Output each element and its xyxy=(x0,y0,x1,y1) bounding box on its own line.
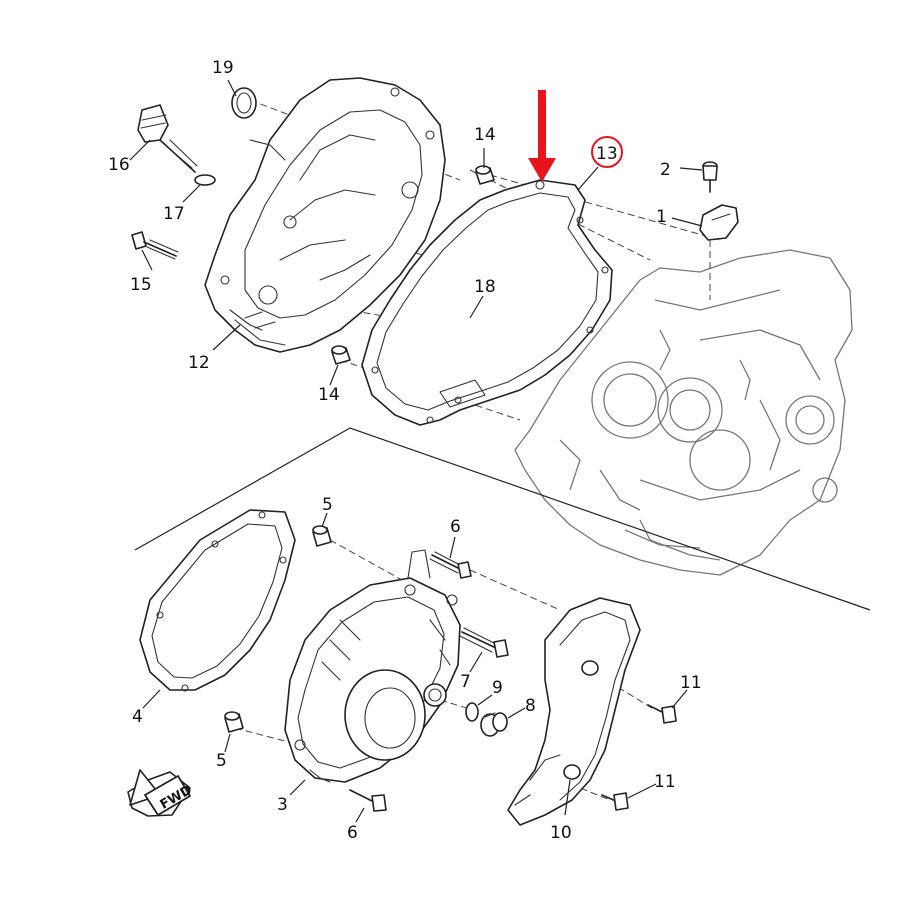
screw-2 xyxy=(702,161,718,193)
oil-seal-19 xyxy=(231,87,257,119)
label-11-upper: 11 xyxy=(680,673,702,693)
sprocket-cover-10 xyxy=(507,597,641,826)
engine-crankcase xyxy=(514,249,853,576)
label-5-lower: 5 xyxy=(216,751,227,771)
gasket-13 xyxy=(361,179,613,426)
label-6-upper: 6 xyxy=(450,517,461,537)
label-18: 18 xyxy=(474,277,496,297)
label-10: 10 xyxy=(550,823,572,843)
label-4: 4 xyxy=(132,707,143,727)
label-19: 19 xyxy=(212,58,234,78)
dowel-5-upper xyxy=(312,525,332,547)
label-7: 7 xyxy=(460,672,471,692)
plug-8 xyxy=(480,712,508,737)
red-pointer-arrow xyxy=(528,90,556,182)
label-11-lower: 11 xyxy=(654,772,676,792)
bolt-6-lower xyxy=(349,789,387,812)
dowel-pin-14-upper xyxy=(475,165,495,185)
label-13: 13 xyxy=(596,144,618,164)
dowel-pin-14-lower xyxy=(331,345,351,365)
dipstick-16 xyxy=(137,104,198,173)
highlight-circle-13 xyxy=(591,136,623,168)
label-8: 8 xyxy=(525,696,536,716)
generator-cover-3 xyxy=(284,549,461,783)
label-3: 3 xyxy=(277,795,288,815)
label-5-upper: 5 xyxy=(322,495,333,515)
label-17: 17 xyxy=(163,204,185,224)
fwd-direction-arrow: FWD xyxy=(127,769,195,817)
bolt-7 xyxy=(459,627,509,658)
gasket-4 xyxy=(139,509,296,692)
dowel-5-lower xyxy=(224,711,244,733)
bolt-11-upper xyxy=(647,704,677,724)
label-14-lower: 14 xyxy=(318,385,340,405)
bolt-6-upper xyxy=(429,551,472,579)
assembly-plane-lower xyxy=(134,427,871,611)
leader-lines xyxy=(129,79,703,823)
label-12: 12 xyxy=(188,353,210,373)
o-ring-9 xyxy=(465,702,479,722)
label-1: 1 xyxy=(656,207,667,227)
crankcase-cover-12 xyxy=(204,77,446,353)
bolt-11-lower xyxy=(601,792,629,811)
label-14-upper: 14 xyxy=(474,125,496,145)
label-9: 9 xyxy=(492,678,503,698)
callout-labels: 19 16 17 15 12 14 14 18 13 2 1 5 6 4 7 9… xyxy=(108,58,702,843)
label-2: 2 xyxy=(660,160,671,180)
label-15: 15 xyxy=(130,275,152,295)
label-16: 16 xyxy=(108,155,130,175)
o-ring-17 xyxy=(194,174,216,186)
bolt-15 xyxy=(131,231,179,260)
sensor-1 xyxy=(699,204,739,300)
label-6-lower: 6 xyxy=(347,823,358,843)
